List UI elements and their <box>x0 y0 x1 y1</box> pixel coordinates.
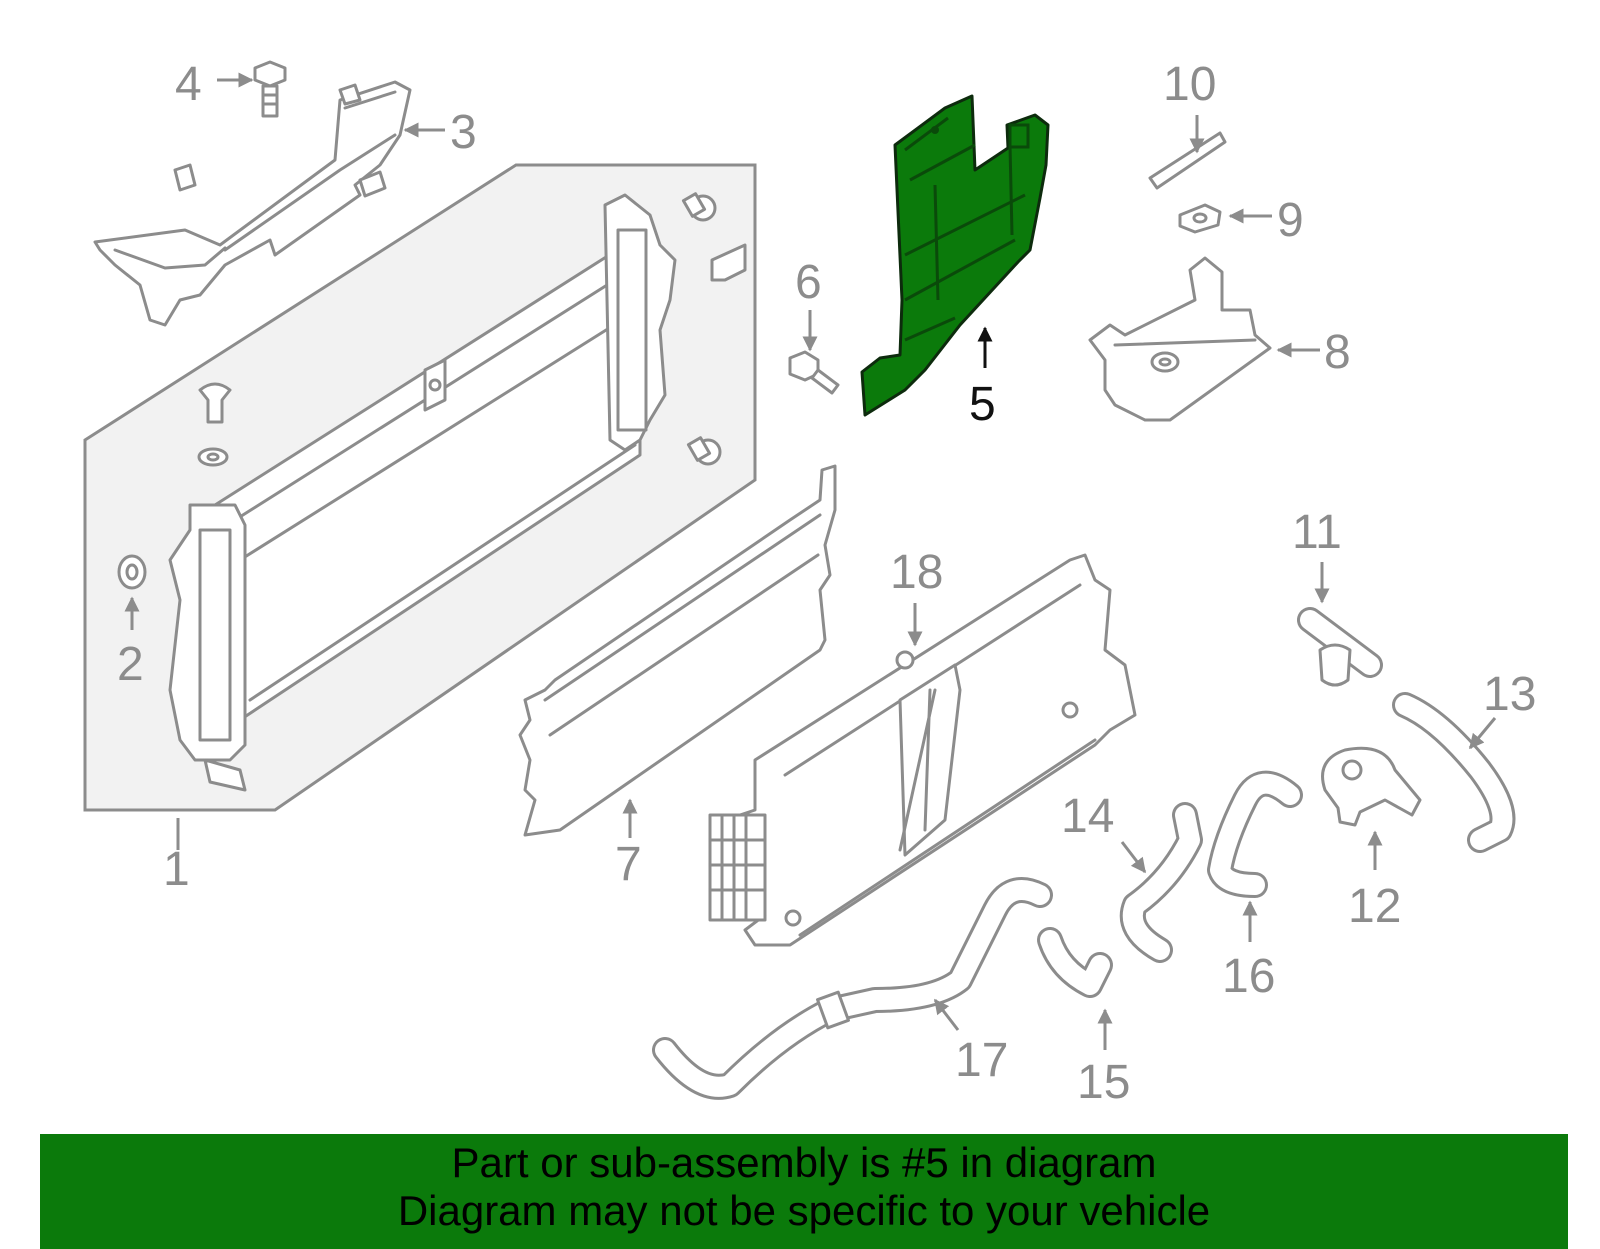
callout-17[interactable]: 17 <box>955 1034 1008 1087</box>
callout-5[interactable]: 5 <box>969 378 996 431</box>
banner-line-1: Part or sub-assembly is #5 in diagram <box>451 1139 1157 1186</box>
callout-16[interactable]: 16 <box>1222 950 1275 1003</box>
part-6-bolt[interactable] <box>788 350 840 395</box>
part-10-seal-strip[interactable] <box>1148 131 1227 190</box>
callout-7[interactable]: 7 <box>615 838 642 891</box>
part-7-baffle[interactable] <box>518 464 837 837</box>
pin-clip-top <box>681 192 717 222</box>
left-tank-face <box>198 528 232 742</box>
part-18-condenser[interactable] <box>708 553 1137 947</box>
part-16-hose[interactable] <box>1207 770 1303 898</box>
part-4-bolt[interactable] <box>253 60 287 118</box>
callout-4[interactable]: 4 <box>175 58 202 111</box>
part-9-grommet[interactable] <box>1178 203 1222 234</box>
part-5-highlighted-air-guide[interactable] <box>860 94 1050 417</box>
pin-clip-bottom <box>686 436 722 466</box>
right-tank-face <box>616 228 648 432</box>
callout-9[interactable]: 9 <box>1277 194 1304 247</box>
info-banner: Part or sub-assembly is #5 in diagram Di… <box>40 1134 1568 1249</box>
callout-1[interactable]: 1 <box>163 843 190 896</box>
part-17-hose[interactable] <box>652 877 1053 1100</box>
callout-12[interactable]: 12 <box>1348 880 1401 933</box>
callout-8[interactable]: 8 <box>1324 326 1351 379</box>
part-2-washer[interactable] <box>117 554 147 590</box>
callout-15[interactable]: 15 <box>1077 1056 1130 1109</box>
callout-14[interactable]: 14 <box>1061 790 1114 843</box>
callout-13[interactable]: 13 <box>1483 668 1536 721</box>
part-3-air-guide[interactable] <box>93 80 412 327</box>
part-13-hose[interactable] <box>1392 692 1516 853</box>
callout-11[interactable]: 11 <box>1292 506 1342 559</box>
part-11-fitting[interactable] <box>1297 607 1383 687</box>
callout-3[interactable]: 3 <box>450 106 477 159</box>
callout-2[interactable]: 2 <box>117 638 144 691</box>
part-8-bracket[interactable] <box>1088 256 1272 422</box>
banner-line-2: Diagram may not be specific to your vehi… <box>397 1187 1211 1234</box>
callout-10[interactable]: 10 <box>1163 58 1216 111</box>
leader-lines <box>124 72 1497 1050</box>
callouts: 1 2 3 4 5 6 7 8 9 10 11 12 13 14 15 16 1… <box>117 58 1536 1109</box>
bracket-clip <box>710 243 747 282</box>
part-15-hose[interactable] <box>1037 927 1113 998</box>
callout-18[interactable]: 18 <box>890 546 943 599</box>
part-1-radiator-assembly[interactable] <box>83 163 757 812</box>
part-5-shape <box>860 94 1050 417</box>
drain-plug <box>203 758 247 792</box>
part-14-hose[interactable] <box>1119 802 1203 963</box>
part-12-pump[interactable] <box>1321 746 1422 827</box>
callout-6[interactable]: 6 <box>795 256 822 309</box>
grommet-top <box>197 382 232 467</box>
